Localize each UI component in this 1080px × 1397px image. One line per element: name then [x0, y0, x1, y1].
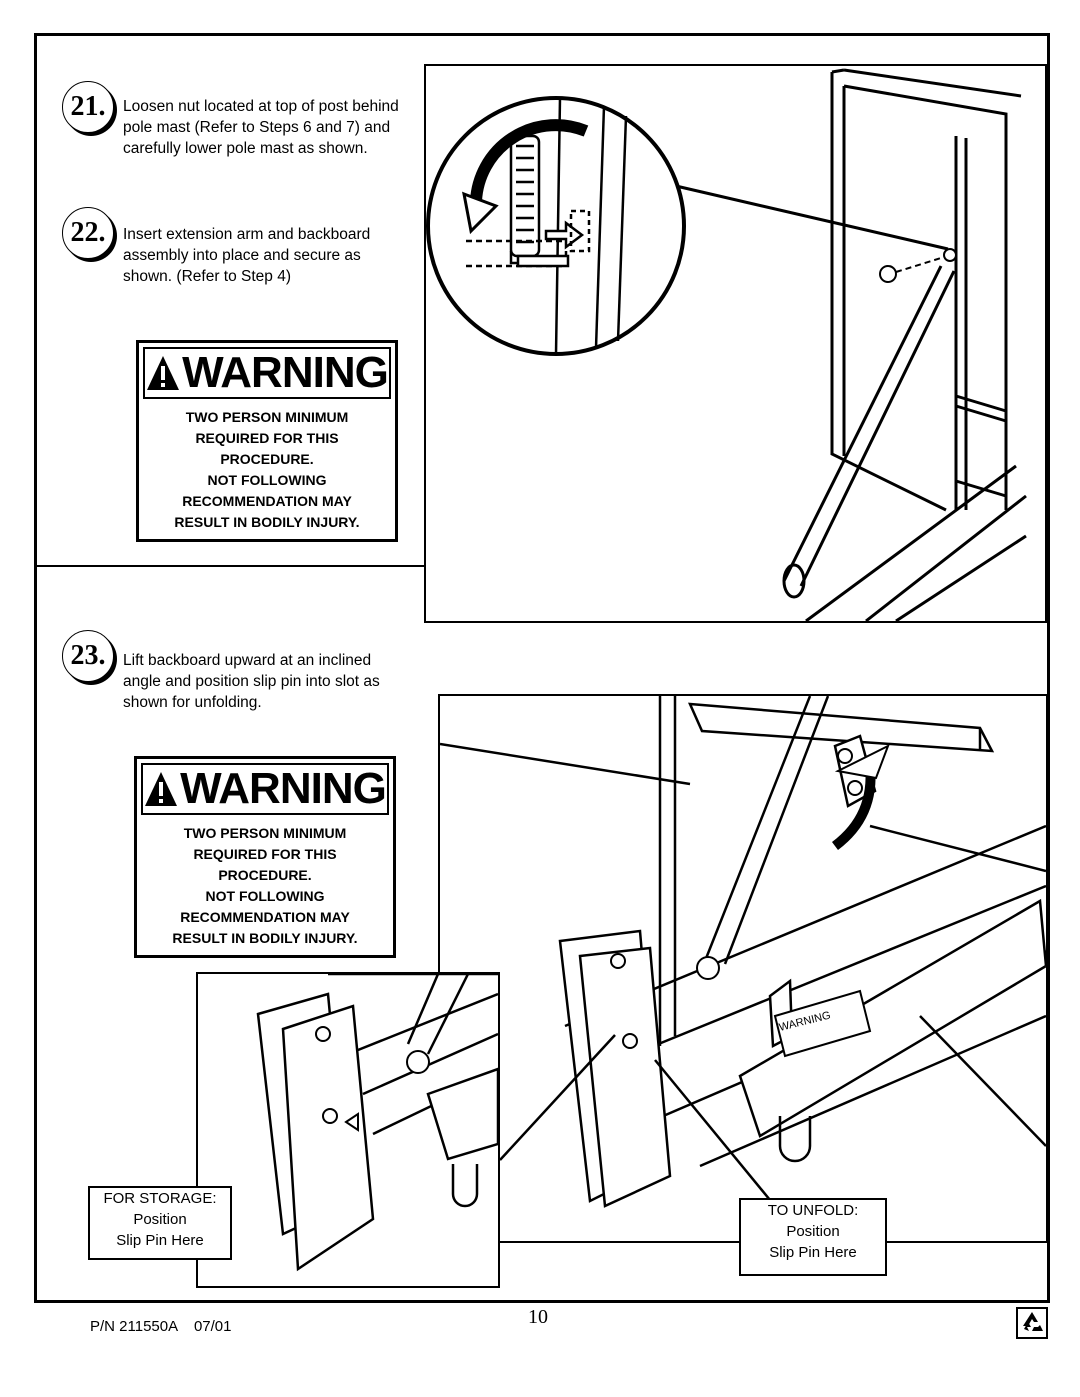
storage-position-inset — [196, 972, 500, 1288]
warning-line: NOT FOLLOWING — [205, 888, 325, 904]
unfold-label-line: TO UNFOLD: — [767, 1202, 859, 1219]
storage-label-line: Slip Pin Here — [116, 1232, 204, 1249]
warning-line: PROCEDURE. — [218, 867, 312, 883]
unfold-label-line: Position — [786, 1223, 840, 1240]
page-frame — [34, 33, 1050, 1303]
storage-bracket-drawing — [256, 974, 498, 1272]
warning-line: PROCEDURE. — [220, 451, 314, 467]
storage-label-line: FOR STORAGE: — [103, 1190, 217, 1207]
warning-line: NOT FOLLOWING — [207, 472, 327, 488]
warning-line: REQUIRED FOR THIS — [193, 846, 337, 862]
warning-triangle-icon — [147, 356, 180, 390]
warning-line: RECOMMENDATION MAY — [182, 493, 352, 509]
warning-line: RECOMMENDATION MAY — [180, 909, 350, 925]
part-number: P/N 211550A 07/01 — [90, 1318, 232, 1335]
warning-sticker: WARNING — [773, 989, 872, 1058]
step-23-number: 23. — [62, 630, 114, 682]
warning-line: REQUIRED FOR THIS — [195, 430, 339, 446]
step-22-text: Insert extension arm and backboard assem… — [123, 226, 371, 285]
warning-line: RESULT IN BODILY INJURY. — [172, 930, 358, 946]
warning-line: TWO PERSON MINIMUM — [185, 409, 349, 425]
storage-label-line: Position — [133, 1211, 187, 1228]
warning-text: TWO PERSON MINIMUM REQUIRED FOR THIS PRO… — [143, 399, 391, 535]
step-21-number: 21. — [62, 81, 114, 133]
unfold-label: TO UNFOLD: Position Slip Pin Here — [739, 1198, 887, 1276]
storage-label: FOR STORAGE: Position Slip Pin Here — [88, 1186, 232, 1260]
warning-box-2: WARNING TWO PERSON MINIMUM REQUIRED FOR … — [134, 756, 396, 958]
warning-line: TWO PERSON MINIMUM — [183, 825, 347, 841]
pointer-lines — [499, 1034, 771, 1200]
unfold-drawing: WARNING — [440, 696, 1046, 1208]
page-number: 10 — [528, 1306, 548, 1328]
warning-text: TWO PERSON MINIMUM REQUIRED FOR THIS PRO… — [141, 815, 389, 951]
warning-title: WARNING — [182, 348, 389, 397]
unfold-label-line: Slip Pin Here — [769, 1244, 857, 1261]
warning-title: WARNING — [180, 764, 387, 813]
pole-mast-drawing — [426, 68, 1027, 621]
step-23-text: Lift backboard upward at an inclined ang… — [123, 652, 380, 711]
warning-header: WARNING — [141, 763, 389, 815]
warning-header: WARNING — [143, 347, 391, 399]
step-21-text: Loosen nut located at top of post behind… — [123, 98, 399, 157]
warning-triangle-icon — [145, 772, 178, 806]
pole-mast-illustration — [424, 64, 1047, 623]
step-22-number: 22. — [62, 207, 114, 259]
recycle-icon — [1016, 1307, 1048, 1339]
warning-box-1: WARNING TWO PERSON MINIMUM REQUIRED FOR … — [136, 340, 398, 542]
warning-line: RESULT IN BODILY INJURY. — [174, 514, 360, 530]
